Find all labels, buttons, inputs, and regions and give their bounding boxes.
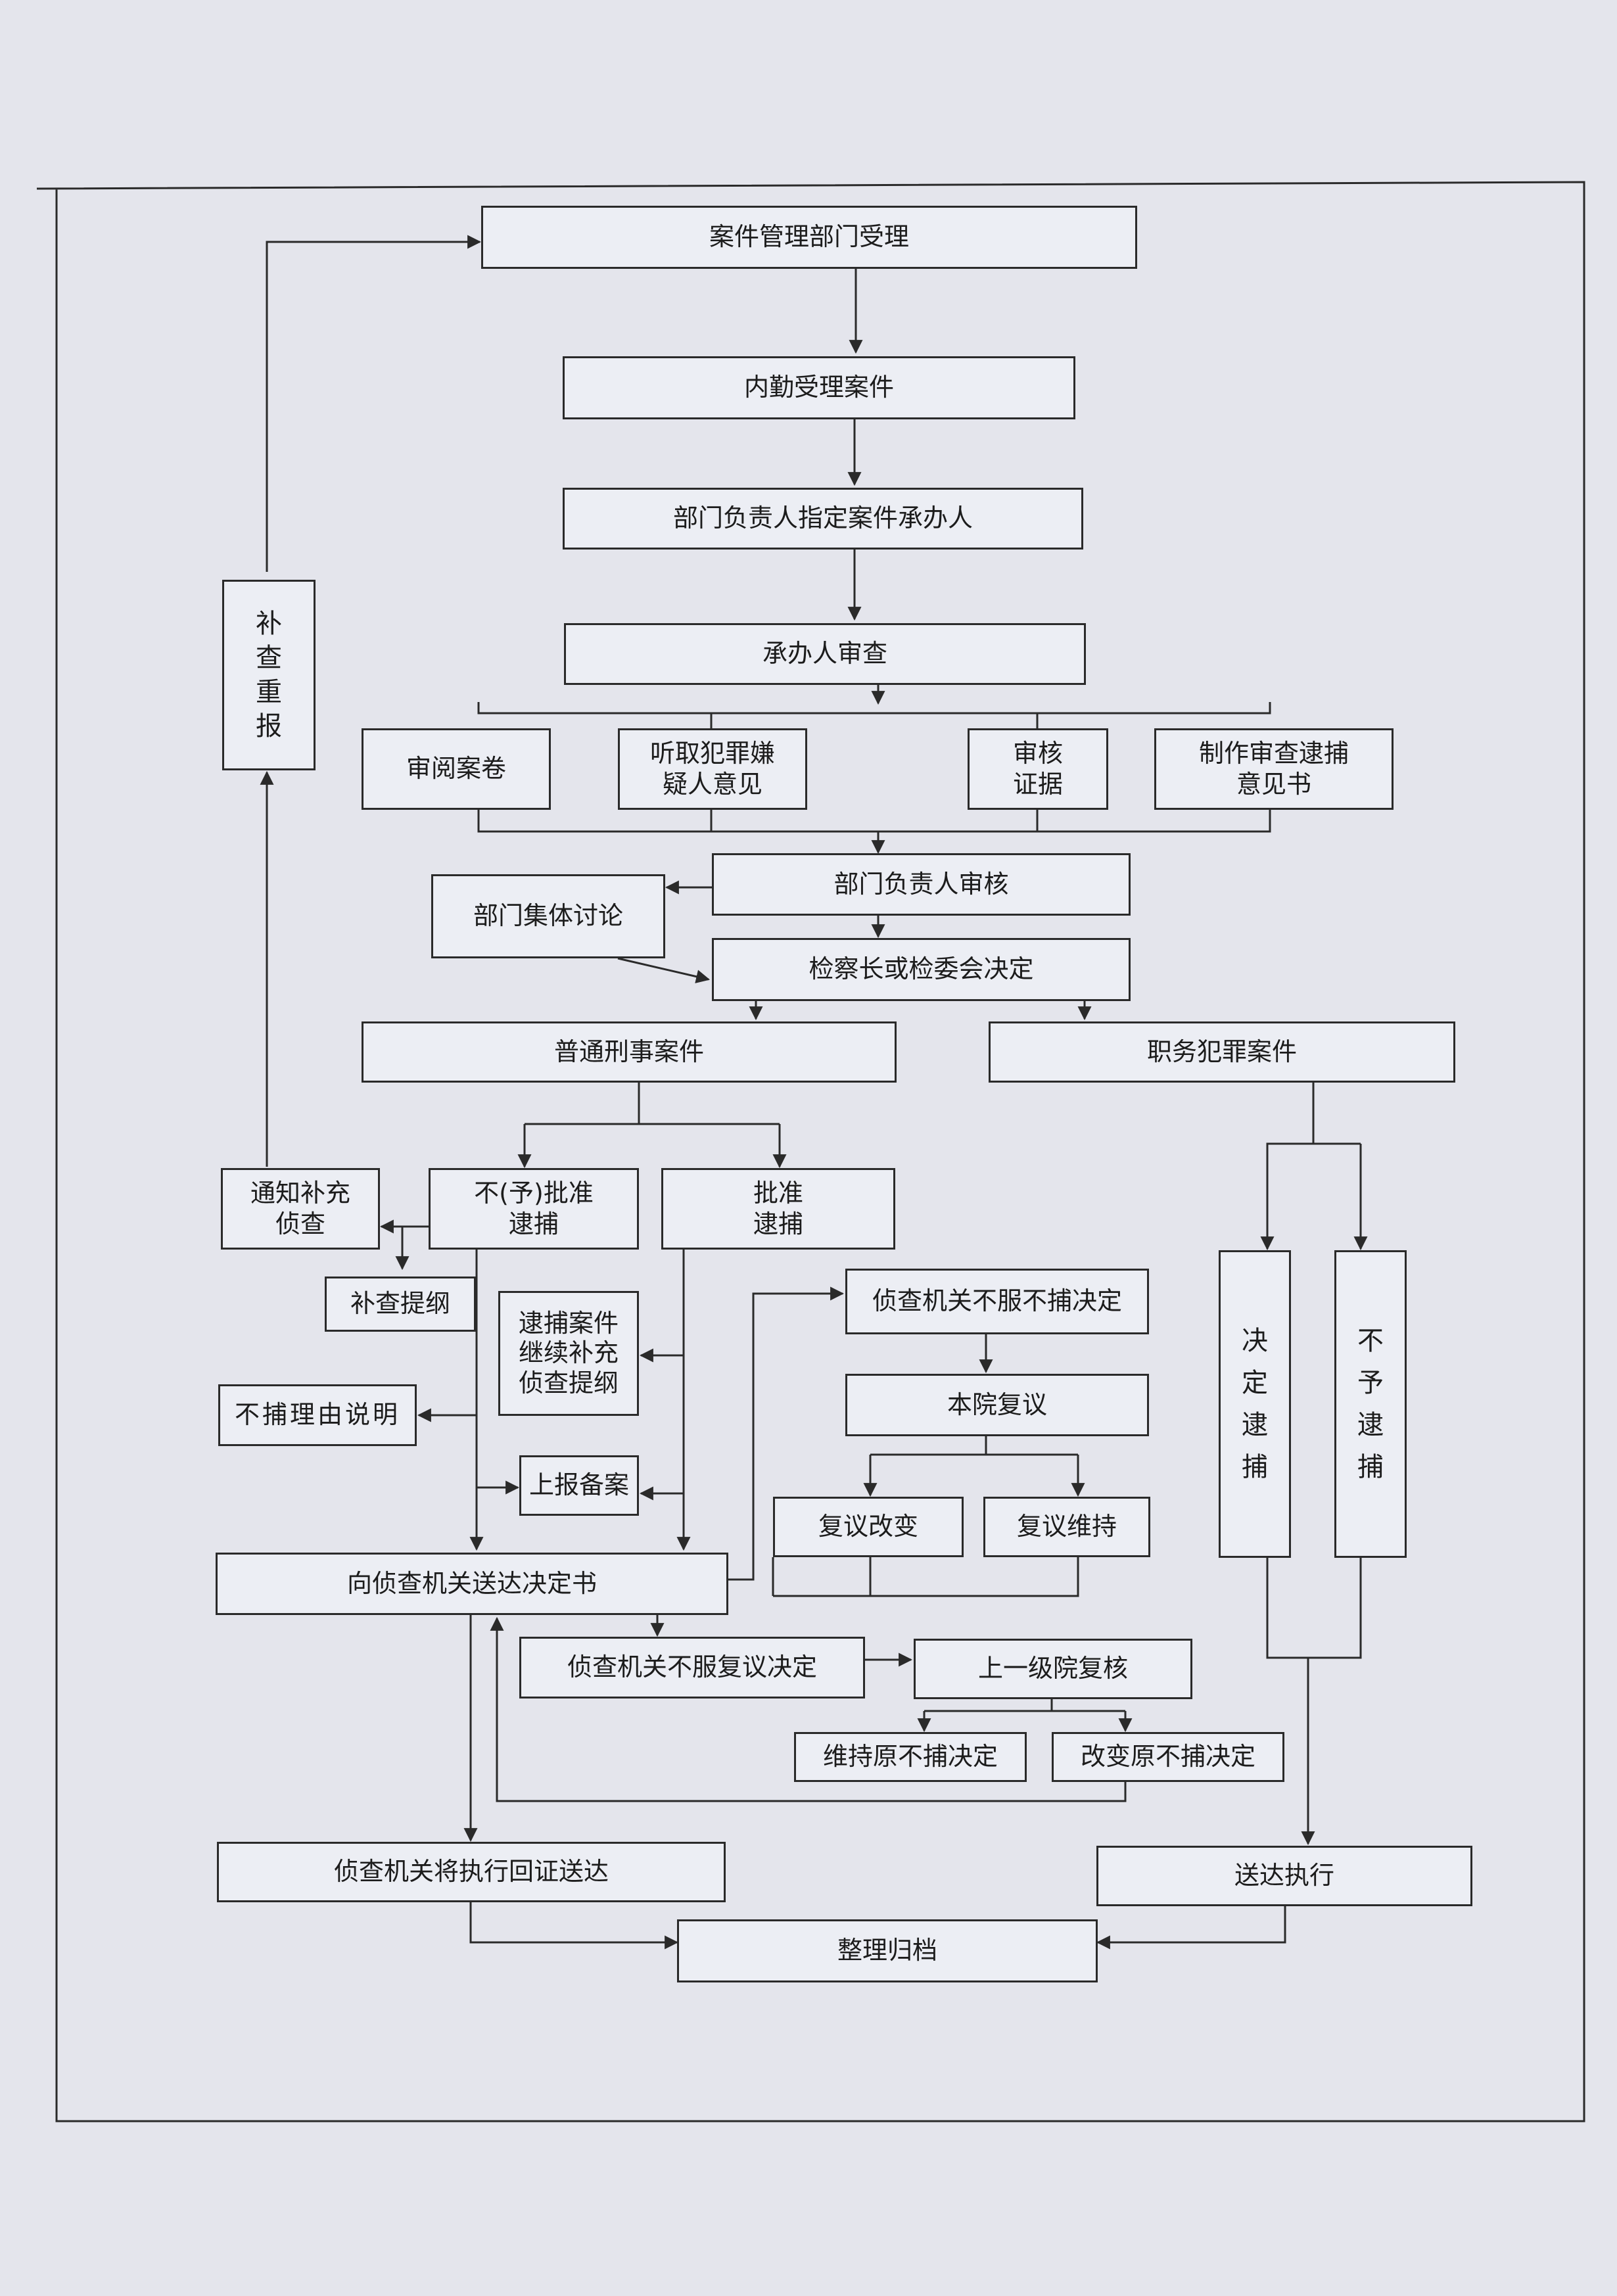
line-n8b-split bbox=[1266, 1083, 1315, 1249]
vertical-char: 补 bbox=[256, 609, 282, 639]
node-notify-supplement: 通知补充 侦查 bbox=[221, 1168, 380, 1250]
line-n4-bus-top bbox=[477, 702, 1271, 715]
node-ordinary-criminal: 普通刑事案件 bbox=[362, 1021, 897, 1083]
line-n22-join bbox=[1266, 1558, 1362, 1659]
node-decide-arrest: 决定逮捕 bbox=[1219, 1250, 1291, 1558]
vertical-char: 捕 bbox=[1357, 1452, 1384, 1482]
arrow-n23-n25 bbox=[469, 1902, 679, 1950]
arrow-n6s-n7 bbox=[617, 957, 711, 983]
node-dept-head-review: 部门负责人审核 bbox=[712, 853, 1131, 916]
vertical-char: 重 bbox=[256, 677, 282, 707]
node-case-acceptance: 案件管理部门受理 bbox=[481, 206, 1137, 269]
node-reconsider-maintain: 复议维持 bbox=[983, 1497, 1150, 1557]
vertical-char: 查 bbox=[256, 643, 282, 673]
line-n16-split bbox=[870, 1436, 987, 1456]
vertical-char: 不 bbox=[1357, 1326, 1384, 1356]
vertical-char: 定 bbox=[1242, 1368, 1268, 1398]
node-dept-discussion: 部门集体讨论 bbox=[431, 874, 665, 958]
node-arrest-further-outline: 逮捕案件 继续补充 侦查提纲 bbox=[498, 1291, 639, 1416]
vertical-char: 捕 bbox=[1242, 1452, 1268, 1482]
arrow-n21b-n18 bbox=[490, 1616, 1127, 1802]
node-duty-crime: 职务犯罪案件 bbox=[989, 1021, 1455, 1083]
node-not-arrest: 不予逮捕 bbox=[1334, 1250, 1407, 1558]
line-n20-split bbox=[924, 1699, 1053, 1712]
node-superior-review: 上一级院复核 bbox=[914, 1639, 1192, 1699]
node-report-record: 上报备案 bbox=[519, 1455, 639, 1516]
node-hear-suspect: 听取犯罪嫌 疑人意见 bbox=[618, 728, 807, 810]
node-supplement-resubmit: 补查重报 bbox=[222, 580, 316, 770]
line-n8a-split bbox=[525, 1083, 640, 1125]
node-verify-evidence: 审核 证据 bbox=[968, 728, 1108, 810]
node-approve-arrest: 批准 逮捕 bbox=[661, 1168, 895, 1250]
node-maintain-no-arrest: 维持原不捕决定 bbox=[794, 1732, 1027, 1782]
vertical-char: 报 bbox=[256, 711, 282, 741]
arrow-n24-n25 bbox=[1096, 1902, 1286, 1950]
node-arrest-opinion: 制作审查逮捕 意见书 bbox=[1154, 728, 1394, 810]
node-serve-execute: 送达执行 bbox=[1096, 1846, 1472, 1906]
node-reconsider-change: 复议改变 bbox=[773, 1497, 964, 1557]
node-review-files: 审阅案卷 bbox=[362, 728, 551, 810]
line-review-bus-bottom bbox=[477, 810, 1271, 833]
node-serve-decision: 向侦查机关送达决定书 bbox=[216, 1553, 728, 1615]
node-archive: 整理归档 bbox=[677, 1919, 1098, 1982]
node-investigator-object-decision: 侦查机关不服不捕决定 bbox=[845, 1269, 1149, 1334]
node-investigator-object-review: 侦查机关不服复议决定 bbox=[519, 1637, 865, 1699]
arrow-n10-n1 bbox=[266, 235, 482, 572]
vertical-char: 逮 bbox=[1242, 1410, 1268, 1440]
node-return-receipt: 侦查机关将执行回证送达 bbox=[217, 1842, 726, 1902]
vertical-char: 逮 bbox=[1357, 1410, 1384, 1440]
node-no-arrest-reason: 不捕理由说明 bbox=[218, 1384, 417, 1446]
arrow-n18-n15 bbox=[728, 1286, 845, 1581]
line-review-return bbox=[869, 1557, 1079, 1597]
node-assign-handler: 部门负责人指定案件承办人 bbox=[563, 488, 1083, 550]
node-own-reconsideration: 本院复议 bbox=[845, 1374, 1149, 1436]
page-border bbox=[36, 181, 1585, 2122]
node-chief-decision: 检察长或检委会决定 bbox=[712, 938, 1131, 1001]
node-not-approve-arrest: 不(予)批准 逮捕 bbox=[429, 1168, 639, 1250]
vertical-char: 予 bbox=[1357, 1368, 1384, 1398]
node-change-no-arrest: 改变原不捕决定 bbox=[1052, 1732, 1284, 1782]
node-internal-acceptance: 内勤受理案件 bbox=[563, 356, 1075, 419]
vertical-char: 决 bbox=[1242, 1326, 1268, 1356]
node-handler-review: 承办人审查 bbox=[564, 623, 1086, 685]
node-supplement-outline: 补查提纲 bbox=[325, 1277, 476, 1332]
